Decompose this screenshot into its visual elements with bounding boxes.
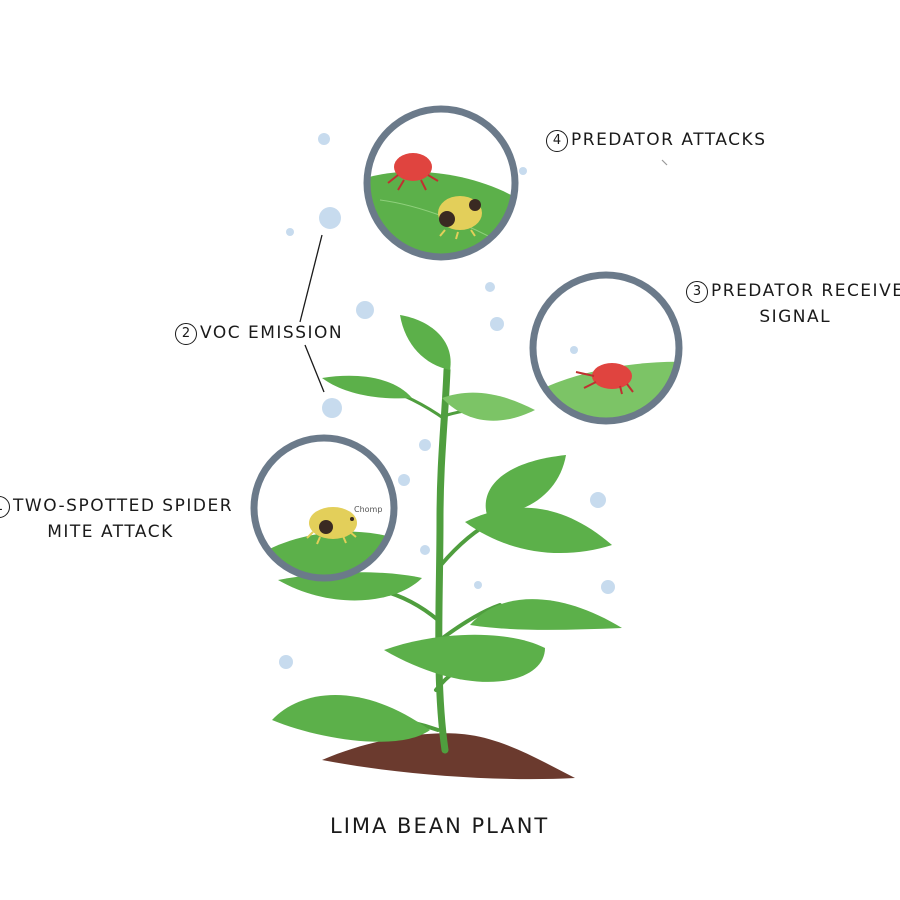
voc-leader-line-bottom [304, 344, 325, 393]
voc-bubble [419, 439, 431, 451]
bubble-predator-attacks [363, 105, 519, 261]
voc-bubble [590, 492, 606, 508]
step-3-text-line2: SIGNAL [759, 307, 832, 327]
voc-leader-line-top [299, 234, 323, 323]
leaf [322, 375, 412, 399]
bubble-mite-attack: Chomp [250, 434, 398, 582]
voc-bubble [356, 301, 374, 319]
voc-bubble [519, 167, 527, 175]
predatory-mite [394, 153, 432, 181]
voc-bubble [601, 580, 615, 594]
two-spotted-spider-mite [309, 507, 357, 539]
plant-leaves [272, 315, 622, 742]
voc-bubble [474, 581, 482, 589]
step-1-text: TWO-SPOTTED SPIDER [13, 496, 234, 516]
diagram-title: LIMA BEAN PLANT [330, 814, 550, 838]
bubble-predator-receives-signal [529, 271, 683, 425]
voc-bubble [318, 133, 330, 145]
leaf [442, 392, 535, 421]
step-2-text: VOC EMISSION [200, 323, 344, 343]
step-number-badge: 2 [175, 323, 197, 345]
predatory-mite [592, 363, 632, 389]
voc-bubble [398, 474, 410, 486]
leaf [485, 455, 566, 515]
voc-bubble [490, 317, 504, 331]
voc-bubble [420, 545, 430, 555]
leaf [465, 507, 612, 554]
step-number-badge: 3 [686, 281, 708, 303]
leaf [400, 315, 451, 370]
step-3-text: PREDATOR RECEIVE [711, 281, 900, 301]
voc-bubble [279, 655, 293, 669]
step-1-label: 1TWO-SPOTTED SPIDER MITE ATTACK [0, 496, 233, 542]
step-number-badge: 1 [0, 496, 10, 518]
leaf [470, 599, 622, 630]
soil-mound [322, 733, 575, 780]
stray-mark [661, 159, 668, 166]
chomp-text: Chomp [354, 505, 382, 514]
leaf [272, 695, 430, 742]
voc-bubbles [279, 133, 615, 669]
voc-bubble [319, 207, 341, 229]
leaf [384, 634, 545, 682]
step-1-text-line2: MITE ATTACK [47, 522, 174, 542]
step-4-text: PREDATOR ATTACKS [571, 130, 767, 150]
voc-bubble [485, 282, 495, 292]
step-number-badge: 4 [546, 130, 568, 152]
voc-bubble [322, 398, 342, 418]
voc-bubble [286, 228, 294, 236]
